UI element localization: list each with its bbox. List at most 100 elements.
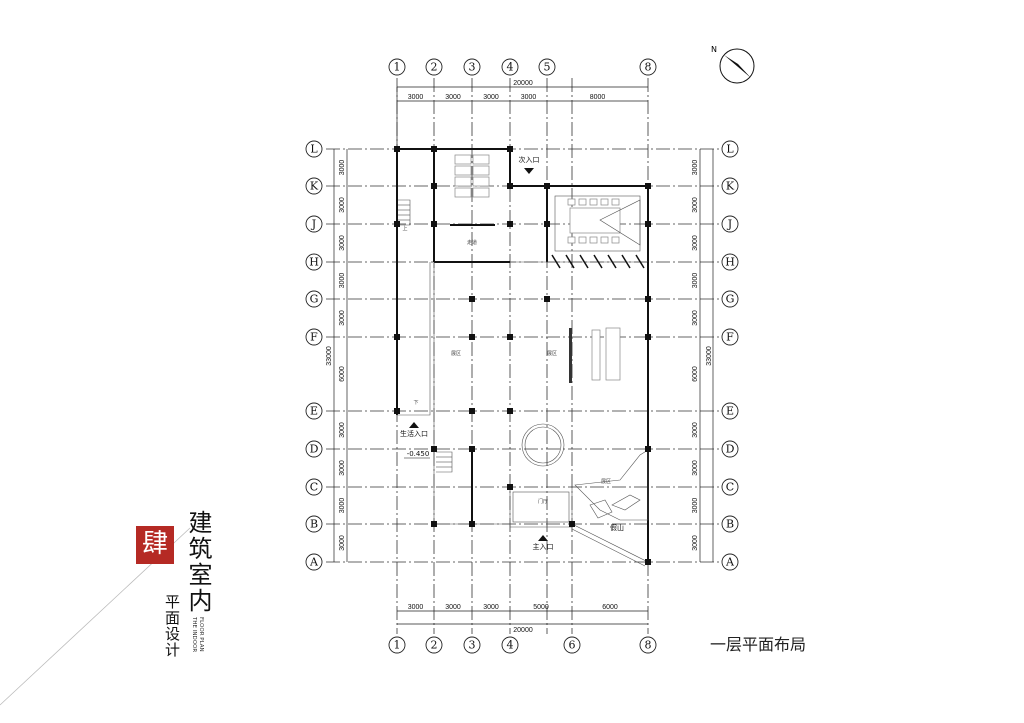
axis-label: 8 [645, 61, 652, 74]
lobby-label: 门厅 [538, 498, 548, 505]
axis-label: D [310, 443, 319, 456]
axis-bubble [721, 553, 739, 571]
dimension-segment: 3000 [339, 310, 346, 326]
drawing-title: 一层平面布局 [710, 635, 806, 654]
axis-label: C [726, 481, 734, 494]
axis-label: J [727, 218, 732, 231]
column-square [544, 296, 550, 302]
north-compass-icon: N [711, 45, 755, 84]
axis-bubble [639, 58, 657, 76]
axis-bubble [563, 636, 581, 654]
dimension-segment: 3000 [692, 235, 699, 251]
axis-bubble [721, 515, 739, 533]
column-square [645, 221, 651, 227]
column-square [544, 221, 550, 227]
axis-label: 3 [469, 61, 476, 74]
dimension-segment: 3000 [339, 422, 346, 438]
column-square [431, 446, 437, 452]
axis-label: F [310, 331, 318, 344]
axis-bubble [305, 328, 323, 346]
axis-bubble [463, 636, 481, 654]
stairs [398, 199, 453, 473]
axis-label: 2 [431, 61, 438, 74]
column-square [507, 221, 513, 227]
axis-bubble [721, 328, 739, 346]
column-square [645, 559, 651, 565]
dimension-total: 20000 [513, 80, 533, 87]
dimension-total: 33000 [326, 346, 333, 366]
axis-bubble [721, 402, 739, 420]
axis-bubble [463, 58, 481, 76]
dimension-segment: 3000 [692, 160, 699, 176]
axis-bubble [305, 140, 323, 158]
axis-label: E [310, 405, 318, 418]
brand-title: 建筑室内 [184, 510, 212, 614]
dimension-segment: 6000 [339, 366, 346, 382]
column-square [431, 146, 437, 152]
column-square [431, 183, 437, 189]
dimension-segment: 3000 [692, 310, 699, 326]
axis-bubble [305, 553, 323, 571]
exhibit-area-label: 展区 [451, 351, 461, 357]
axis-label: 6 [569, 639, 576, 652]
entrance-arrow-icon [524, 168, 534, 174]
dimension-segment: 3000 [692, 498, 699, 514]
column-square [469, 334, 475, 340]
rockery-label: 假山 [610, 523, 624, 532]
dimension-segment: 3000 [692, 273, 699, 289]
axis-bubble [305, 440, 323, 458]
axis-bubble [305, 290, 323, 308]
column-square [394, 408, 400, 414]
dimension-segment: 3000 [692, 535, 699, 551]
column-square [507, 484, 513, 490]
column-square [507, 183, 513, 189]
axis-bubble [305, 253, 323, 271]
brand-seal-char: 肆 [142, 529, 168, 559]
brand-logo: 肆 建筑室内 平面设计 THE INDOOR FLOOR PLAN [136, 510, 212, 658]
axis-bubble [388, 58, 406, 76]
dimension-segment: 5000 [533, 604, 549, 611]
axis-label: 2 [431, 639, 438, 652]
dimension-segment: 3000 [339, 498, 346, 514]
axis-label: D [726, 443, 735, 456]
stairs-down-label: 下 [413, 400, 418, 406]
column-square [394, 334, 400, 340]
axis-label: L [726, 143, 734, 156]
axis-label: H [309, 256, 319, 269]
axis-label: A [725, 556, 735, 569]
column-square [645, 296, 651, 302]
axis-label: 4 [507, 639, 514, 652]
dimension-segment: 8000 [590, 94, 606, 101]
axis-label: E [726, 405, 734, 418]
dimension-segment: 6000 [692, 366, 699, 382]
axis-bubble [721, 478, 739, 496]
axis-bubble [425, 58, 443, 76]
dimension-segment: 3000 [339, 197, 346, 213]
axis-label: C [310, 481, 318, 494]
corridor-label: 走道 [467, 239, 477, 246]
axis-label: B [310, 518, 318, 531]
dimension-segment: 3000 [483, 94, 499, 101]
axis-bubble [721, 290, 739, 308]
axis-bubble [388, 636, 406, 654]
column-square [645, 334, 651, 340]
brand-english-line1: THE INDOOR [191, 616, 197, 652]
column-square [394, 146, 400, 152]
axis-label: F [726, 331, 734, 344]
column-square [431, 221, 437, 227]
column-square [569, 521, 575, 527]
building-walls [396, 148, 649, 567]
dimension-segment: 3000 [408, 94, 424, 101]
column-square [645, 183, 651, 189]
axis-bubble [721, 177, 739, 195]
exhibit-area-label: 展区 [601, 479, 611, 485]
brand-english-line2: FLOOR PLAN [198, 617, 204, 652]
service-entrance-label: 生活入口 [400, 429, 428, 438]
axis-label: 4 [507, 61, 514, 74]
column-square [469, 296, 475, 302]
axis-label: L [310, 143, 318, 156]
dimension-segment: 3000 [445, 94, 461, 101]
column-square [394, 221, 400, 227]
dimension-segment: 3000 [692, 422, 699, 438]
